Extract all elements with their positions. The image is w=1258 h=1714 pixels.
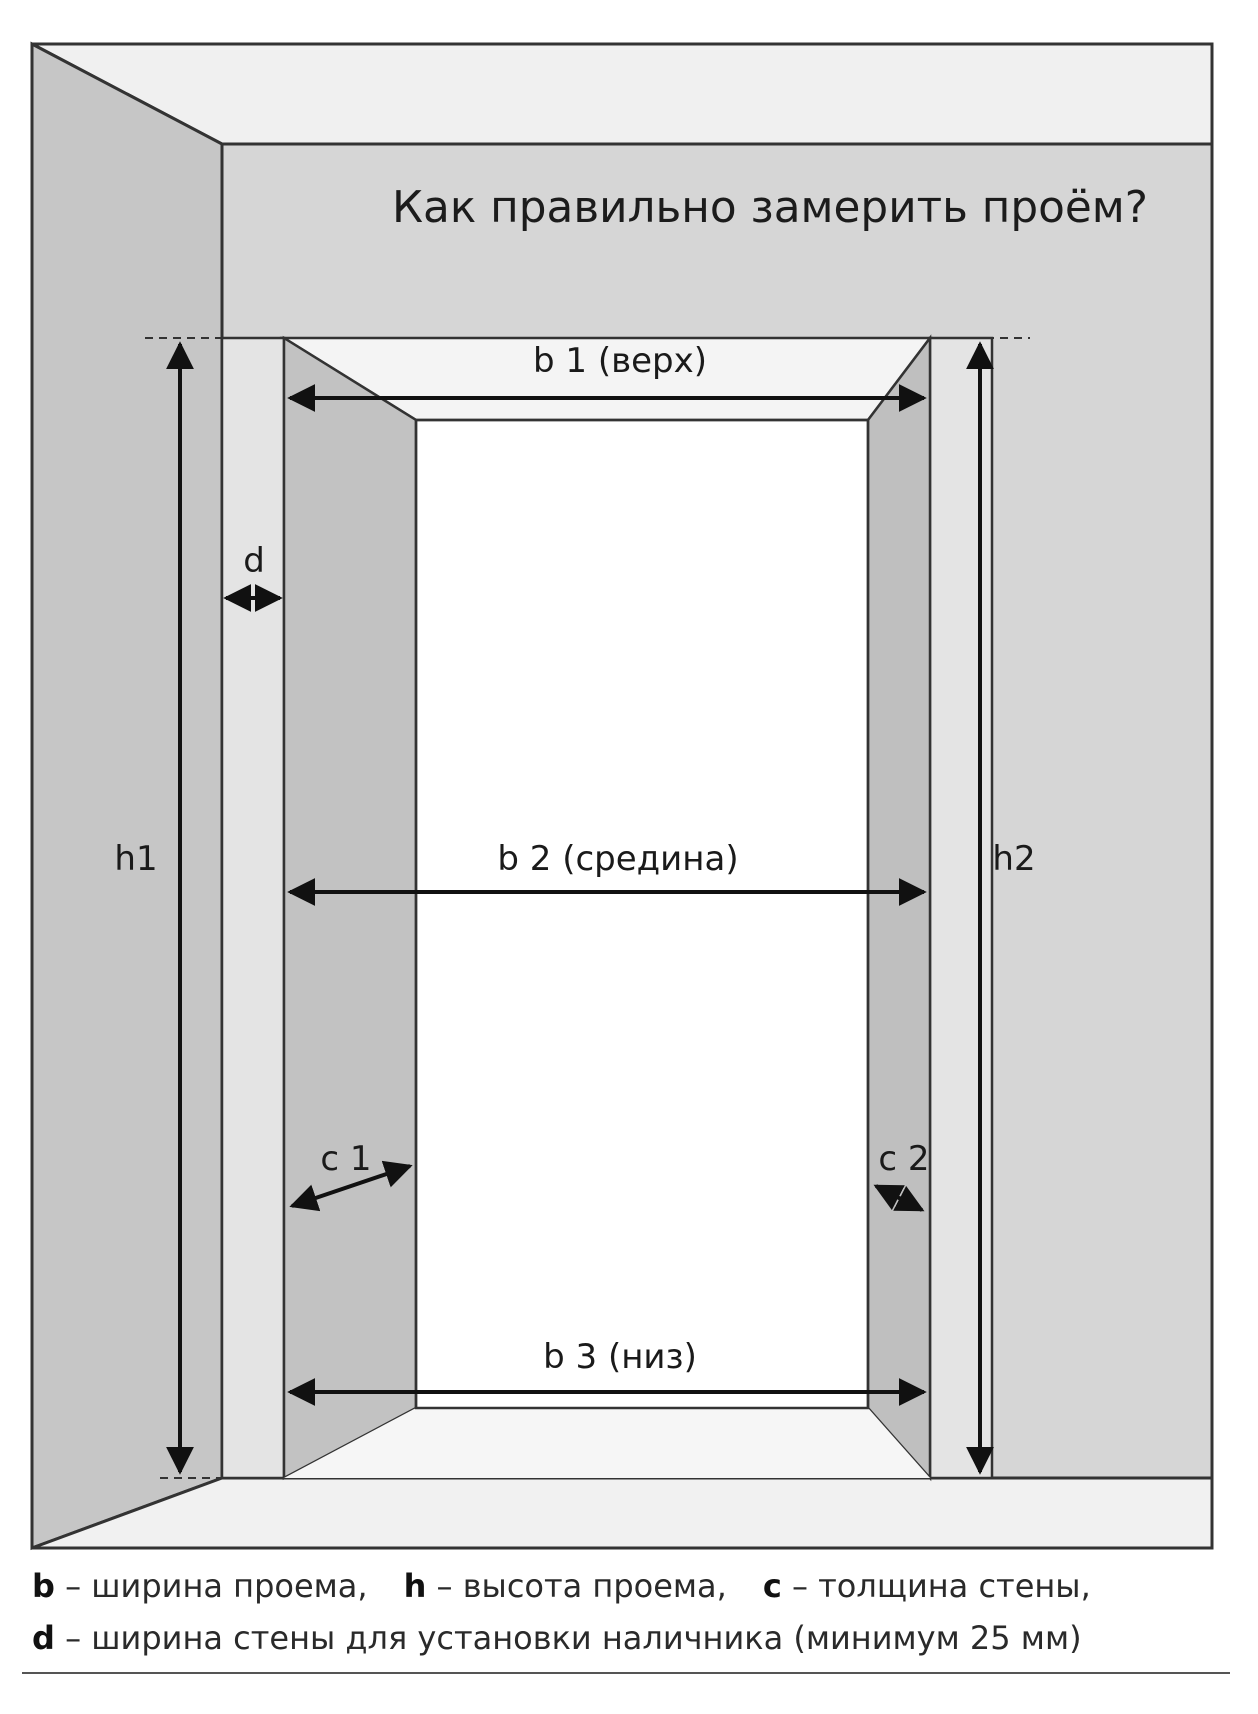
opening-floor: [284, 1408, 930, 1478]
floor: [31, 1476, 1214, 1550]
c2-label: c 2: [878, 1139, 929, 1179]
left-wall: [30, 41, 224, 1551]
c1-arrow: [289, 1160, 413, 1212]
legend-line-1: b – ширина проема, h – высота проема, c – …: [32, 1560, 1232, 1612]
right-trim-strip: [928, 336, 994, 1480]
legend-line-2: d – ширина стены для установки наличника…: [32, 1612, 1232, 1664]
b3-label: b 3 (низ): [543, 1337, 697, 1377]
d-label: d: [243, 541, 265, 581]
c2-arrow: [873, 1184, 925, 1212]
h1-label: h1: [114, 839, 157, 879]
legend-text-c: – толщина стены,: [781, 1567, 1091, 1605]
legend-key-h: h: [403, 1567, 427, 1605]
opening-left-reveal: [282, 335, 418, 1481]
diagram-title: Как правильно замерить проём?: [392, 182, 1148, 233]
legend-text-d: – ширина стены для установки наличника (…: [54, 1619, 1082, 1657]
legend-text-h: – высота проема,: [426, 1567, 727, 1605]
b2-label: b 2 (средина): [497, 839, 738, 879]
legend-key-b: b: [32, 1567, 55, 1605]
b1-label: b 1 (верх): [533, 341, 707, 381]
left-trim-strip: [220, 336, 286, 1480]
h2-label: h2: [992, 839, 1035, 879]
opening-right-reveal: [866, 334, 932, 1482]
legend-underline: [22, 1672, 1230, 1674]
ceiling: [31, 42, 1214, 146]
opening-inner-frame: [414, 418, 870, 1410]
legend-key-c: c: [762, 1567, 782, 1605]
legend-text-b: – ширина проема,: [54, 1567, 368, 1605]
c1-label: c 1: [320, 1139, 371, 1179]
legend: b – ширина проема, h – высота проема, c – …: [32, 1560, 1232, 1664]
legend-key-d: d: [32, 1619, 55, 1657]
